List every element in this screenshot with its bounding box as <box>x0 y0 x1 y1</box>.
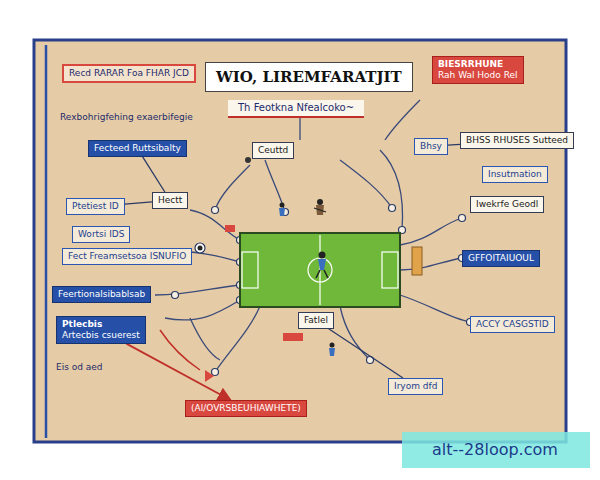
box-text: GFFOITAIUOUL <box>468 253 534 264</box>
watermark-band <box>402 432 590 468</box>
note: Rexbohrigfehing exaerbifegie <box>60 112 193 123</box>
label-box: ACCY CASGSTID <box>470 316 555 333</box>
label-box: Wortsi IDS <box>72 226 130 243</box>
red-markers <box>205 225 303 382</box>
bench <box>412 247 422 275</box>
label-box: Feertionalsibablsab <box>52 286 151 303</box>
players <box>198 157 336 356</box>
box-text: Fatlel <box>304 315 328 326</box>
board-frame <box>34 40 566 442</box>
box-text: Fect Freamsetsoa ISNUFIO <box>68 251 186 262</box>
board-ground <box>34 40 566 442</box>
note: Eis od aed <box>56 362 103 373</box>
box-text: BIESRRHUNE <box>438 59 518 70</box>
box-text: Iwekrfe Geodl <box>476 199 538 210</box>
box-text: Ceuttd <box>258 145 288 156</box>
label-box: Fect Freamsetsoa ISNUFIO <box>62 248 192 265</box>
info-box: Recd RARAR Foa FHAR JCD <box>62 64 196 83</box>
box-text: Iryom dfd <box>394 381 437 392</box>
box-text: Insutmation <box>488 169 542 180</box>
connector <box>125 202 152 204</box>
connector <box>143 157 165 192</box>
red-lead <box>160 330 200 370</box>
pitch-markings <box>242 235 398 305</box>
connector <box>448 144 460 146</box>
side-rule <box>45 45 48 438</box>
label-box: Ceuttd <box>252 142 294 159</box>
box-text: Ptlecbis <box>62 319 140 330</box>
label-box: Iryom dfd <box>388 378 443 395</box>
label-box: GFFOITAIUOUL <box>462 250 540 267</box>
label-box: Bhsy <box>414 138 448 155</box>
label-box: Iwekrfe Geodl <box>470 196 544 213</box>
pitch <box>240 233 400 307</box>
box-text: ACCY CASGSTID <box>476 319 549 330</box>
watermark: alt--28loop.com <box>432 440 558 459</box>
box-text: Feertionalsibablsab <box>58 289 145 300</box>
title: WIO, LIREMFARATJIT <box>205 62 413 92</box>
label-box: Fecteed Ruttsibalty <box>88 140 187 157</box>
wiring <box>155 100 470 372</box>
connector <box>126 344 230 400</box>
box-text: Recd RARAR Foa FHAR JCD <box>69 68 189 79</box>
box-text: Rah Wal Hodo Rel <box>438 70 518 81</box>
box-text: Ptetiest ID <box>72 201 119 212</box>
box-text: Bhsy <box>420 141 442 152</box>
label-box: Ptetiest ID <box>66 198 125 215</box>
box-text: Hectt <box>158 195 182 206</box>
connector <box>329 329 403 378</box>
label-box: Fatlel <box>298 312 334 329</box>
label-box: Insutmation <box>482 166 548 183</box>
info-box: (Al/OVRSBEUHIAWHETE) <box>185 400 307 417</box>
box-text: BHSS RHUSES Sutteed <box>466 135 568 146</box>
label-box: BHSS RHUSES Sutteed <box>460 132 574 149</box>
subtitle: Th Feotkna Nfealcoko~ <box>228 100 364 118</box>
box-text: (Al/OVRSBEUHIAWHETE) <box>191 403 301 414</box>
box-text: Artecbis csuerest <box>62 330 140 341</box>
label-box: Hectt <box>152 192 188 209</box>
box-text: Wortsi IDS <box>78 229 124 240</box>
label-box: PtlecbisArtecbis csuerest <box>56 316 146 344</box>
box-text: Fecteed Ruttsibalty <box>94 143 181 154</box>
junction-dots <box>172 205 474 376</box>
info-box: BIESRRHUNERah Wal Hodo Rel <box>432 56 524 84</box>
